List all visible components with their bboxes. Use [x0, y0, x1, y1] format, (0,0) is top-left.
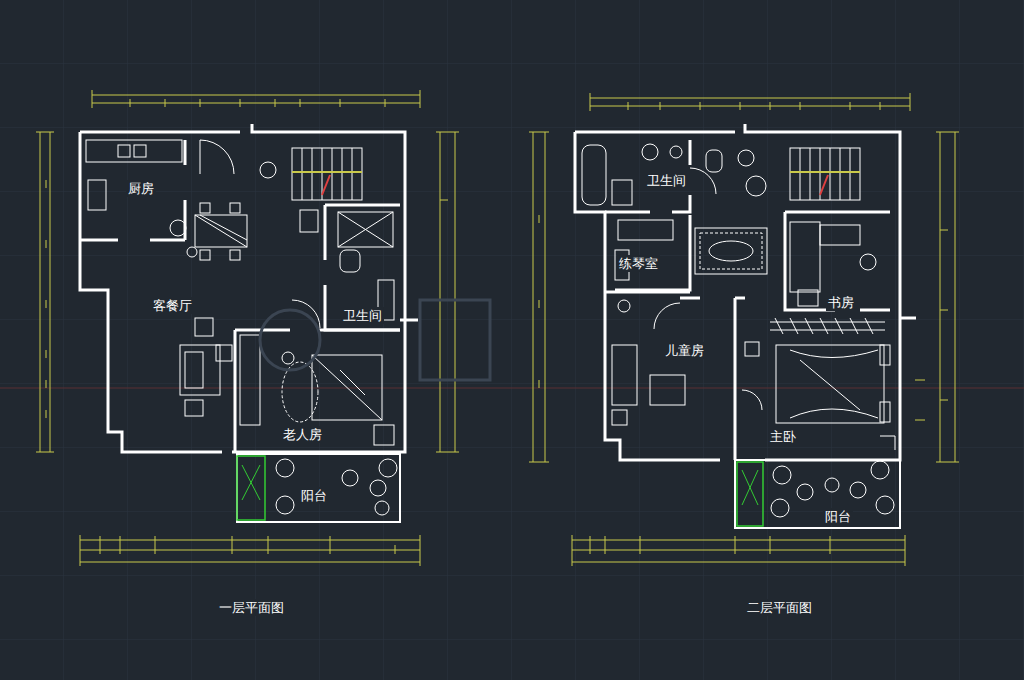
- room-name: 主卧: [770, 429, 796, 444]
- room-label-box: 儿童房: [663, 342, 706, 359]
- room-label-box: 老人房: [281, 426, 324, 443]
- room-label-box: 卫生间: [645, 172, 688, 189]
- room-name: 阳台: [825, 509, 851, 524]
- room-name: 儿童房: [665, 343, 704, 358]
- furniture-floor2: [582, 144, 895, 450]
- room-name: 卫生间: [343, 308, 382, 323]
- room-name: 卫生间: [647, 173, 686, 188]
- walls-floor1: [80, 124, 418, 452]
- room-name: 厨房: [128, 181, 154, 196]
- room-name: 阳台: [301, 488, 327, 503]
- room-label-box: 厨房: [126, 180, 156, 197]
- room-name: 老人房: [283, 427, 322, 442]
- room-name: 练琴室: [619, 256, 658, 271]
- room-label-box: 阳台: [299, 487, 329, 504]
- balcony-floor2: [735, 460, 900, 528]
- balcony-floor1: [237, 454, 400, 522]
- room-label-box: 阳台: [823, 508, 853, 525]
- room-label-box: 主卧: [768, 428, 798, 445]
- room-label-box: 练琴室: [617, 255, 660, 272]
- axis-line: [0, 388, 1024, 389]
- plan-caption: 一层平面图: [217, 599, 286, 616]
- room-label-box: 书房: [826, 294, 856, 311]
- room-label-box: 卫生间: [341, 307, 384, 324]
- furniture-floor1: [86, 140, 394, 445]
- watermark-logo: [260, 300, 490, 380]
- dimension-lines: [529, 93, 959, 566]
- room-name: 书房: [828, 295, 854, 310]
- room-label-box: 客餐厅: [151, 297, 194, 314]
- plan-caption: 二层平面图: [745, 599, 814, 616]
- dimension-lines: [36, 90, 459, 566]
- room-name: 客餐厅: [153, 298, 192, 313]
- walls-floor2: [575, 124, 916, 460]
